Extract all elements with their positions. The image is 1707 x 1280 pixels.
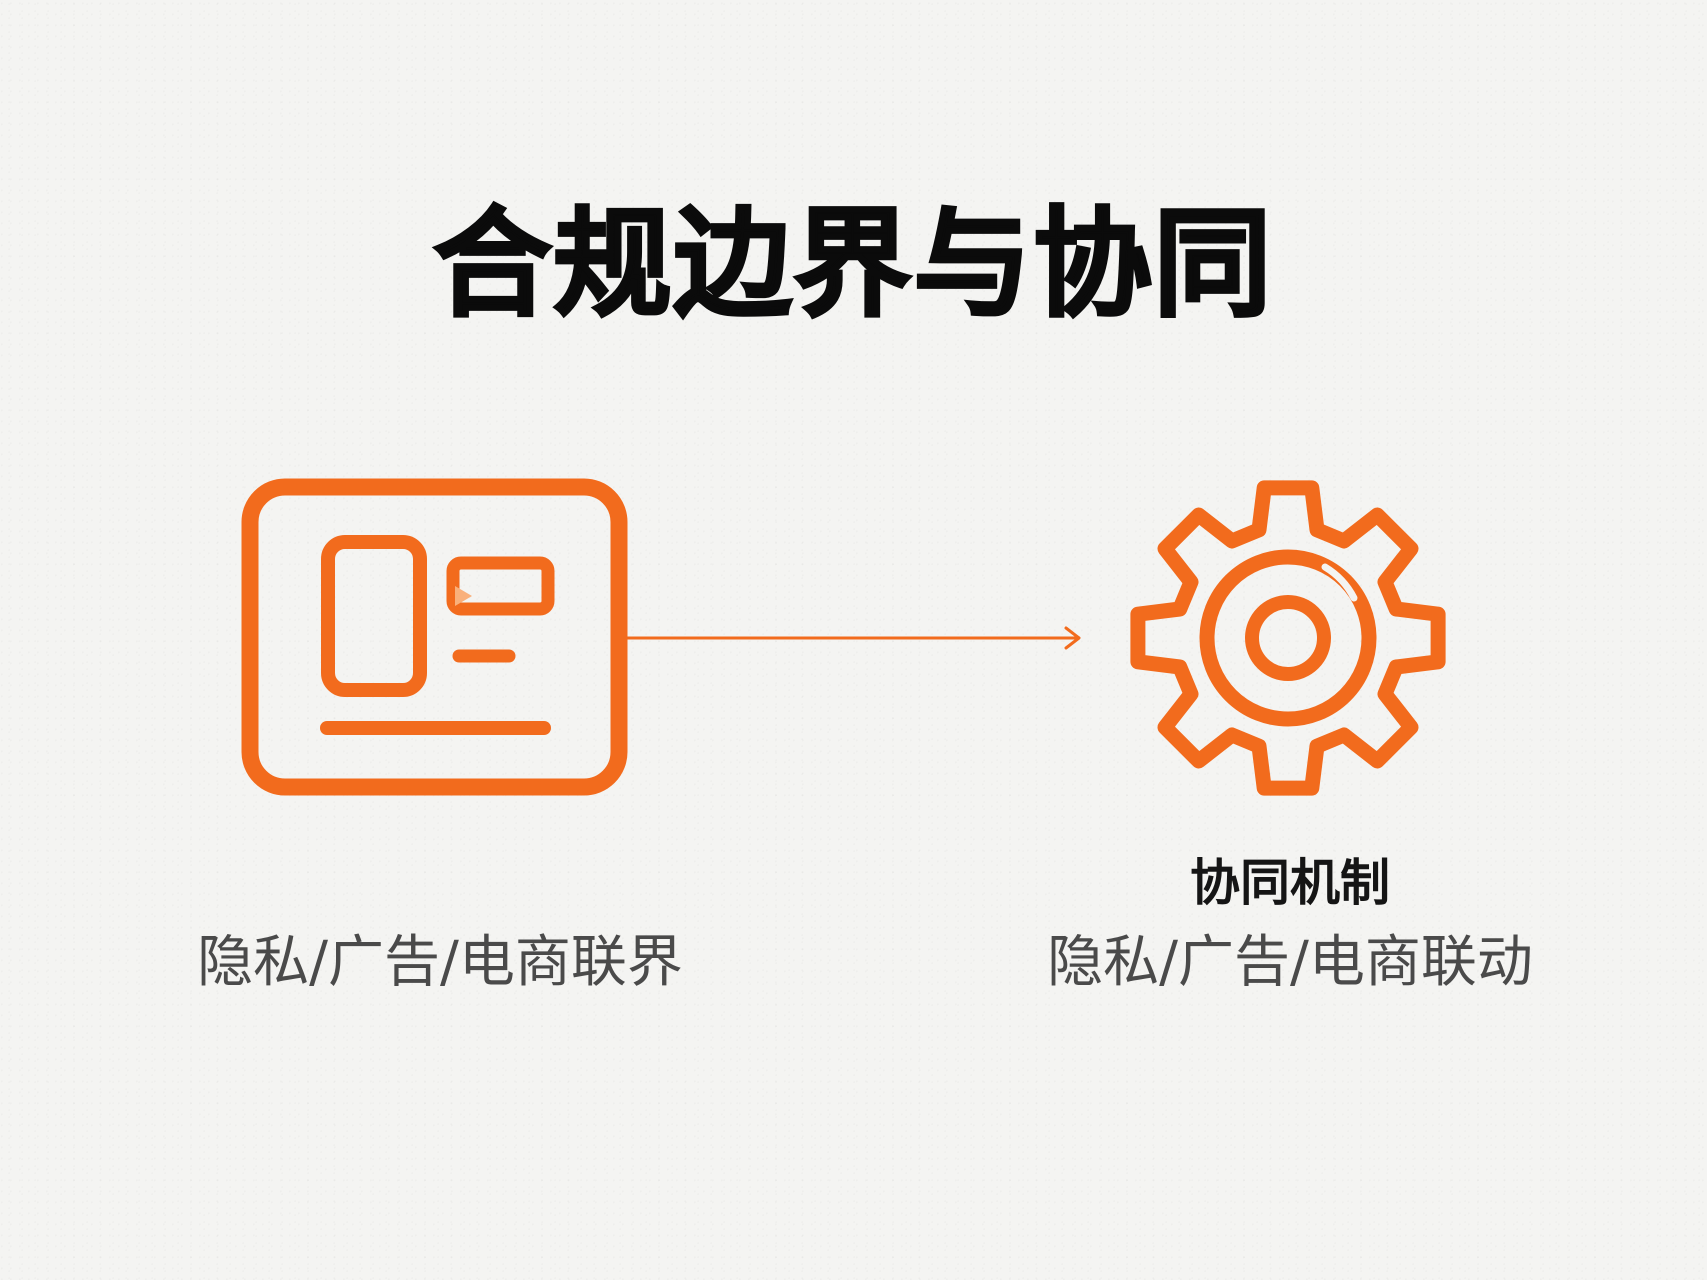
browser-window-icon <box>241 478 628 796</box>
arrow-right-icon <box>618 626 1081 650</box>
privacy-ads-ecommerce-boundary-label: 隐私/广告/电商联界 <box>197 930 683 995</box>
privacy-ads-ecommerce-linkage-label: 隐私/广告/电商联动 <box>1047 930 1533 995</box>
page-title: 合规边界与协同 <box>432 195 1274 333</box>
gear-icon <box>1130 480 1446 796</box>
collaboration-mechanism-heading: 协同机制 <box>1190 854 1390 912</box>
